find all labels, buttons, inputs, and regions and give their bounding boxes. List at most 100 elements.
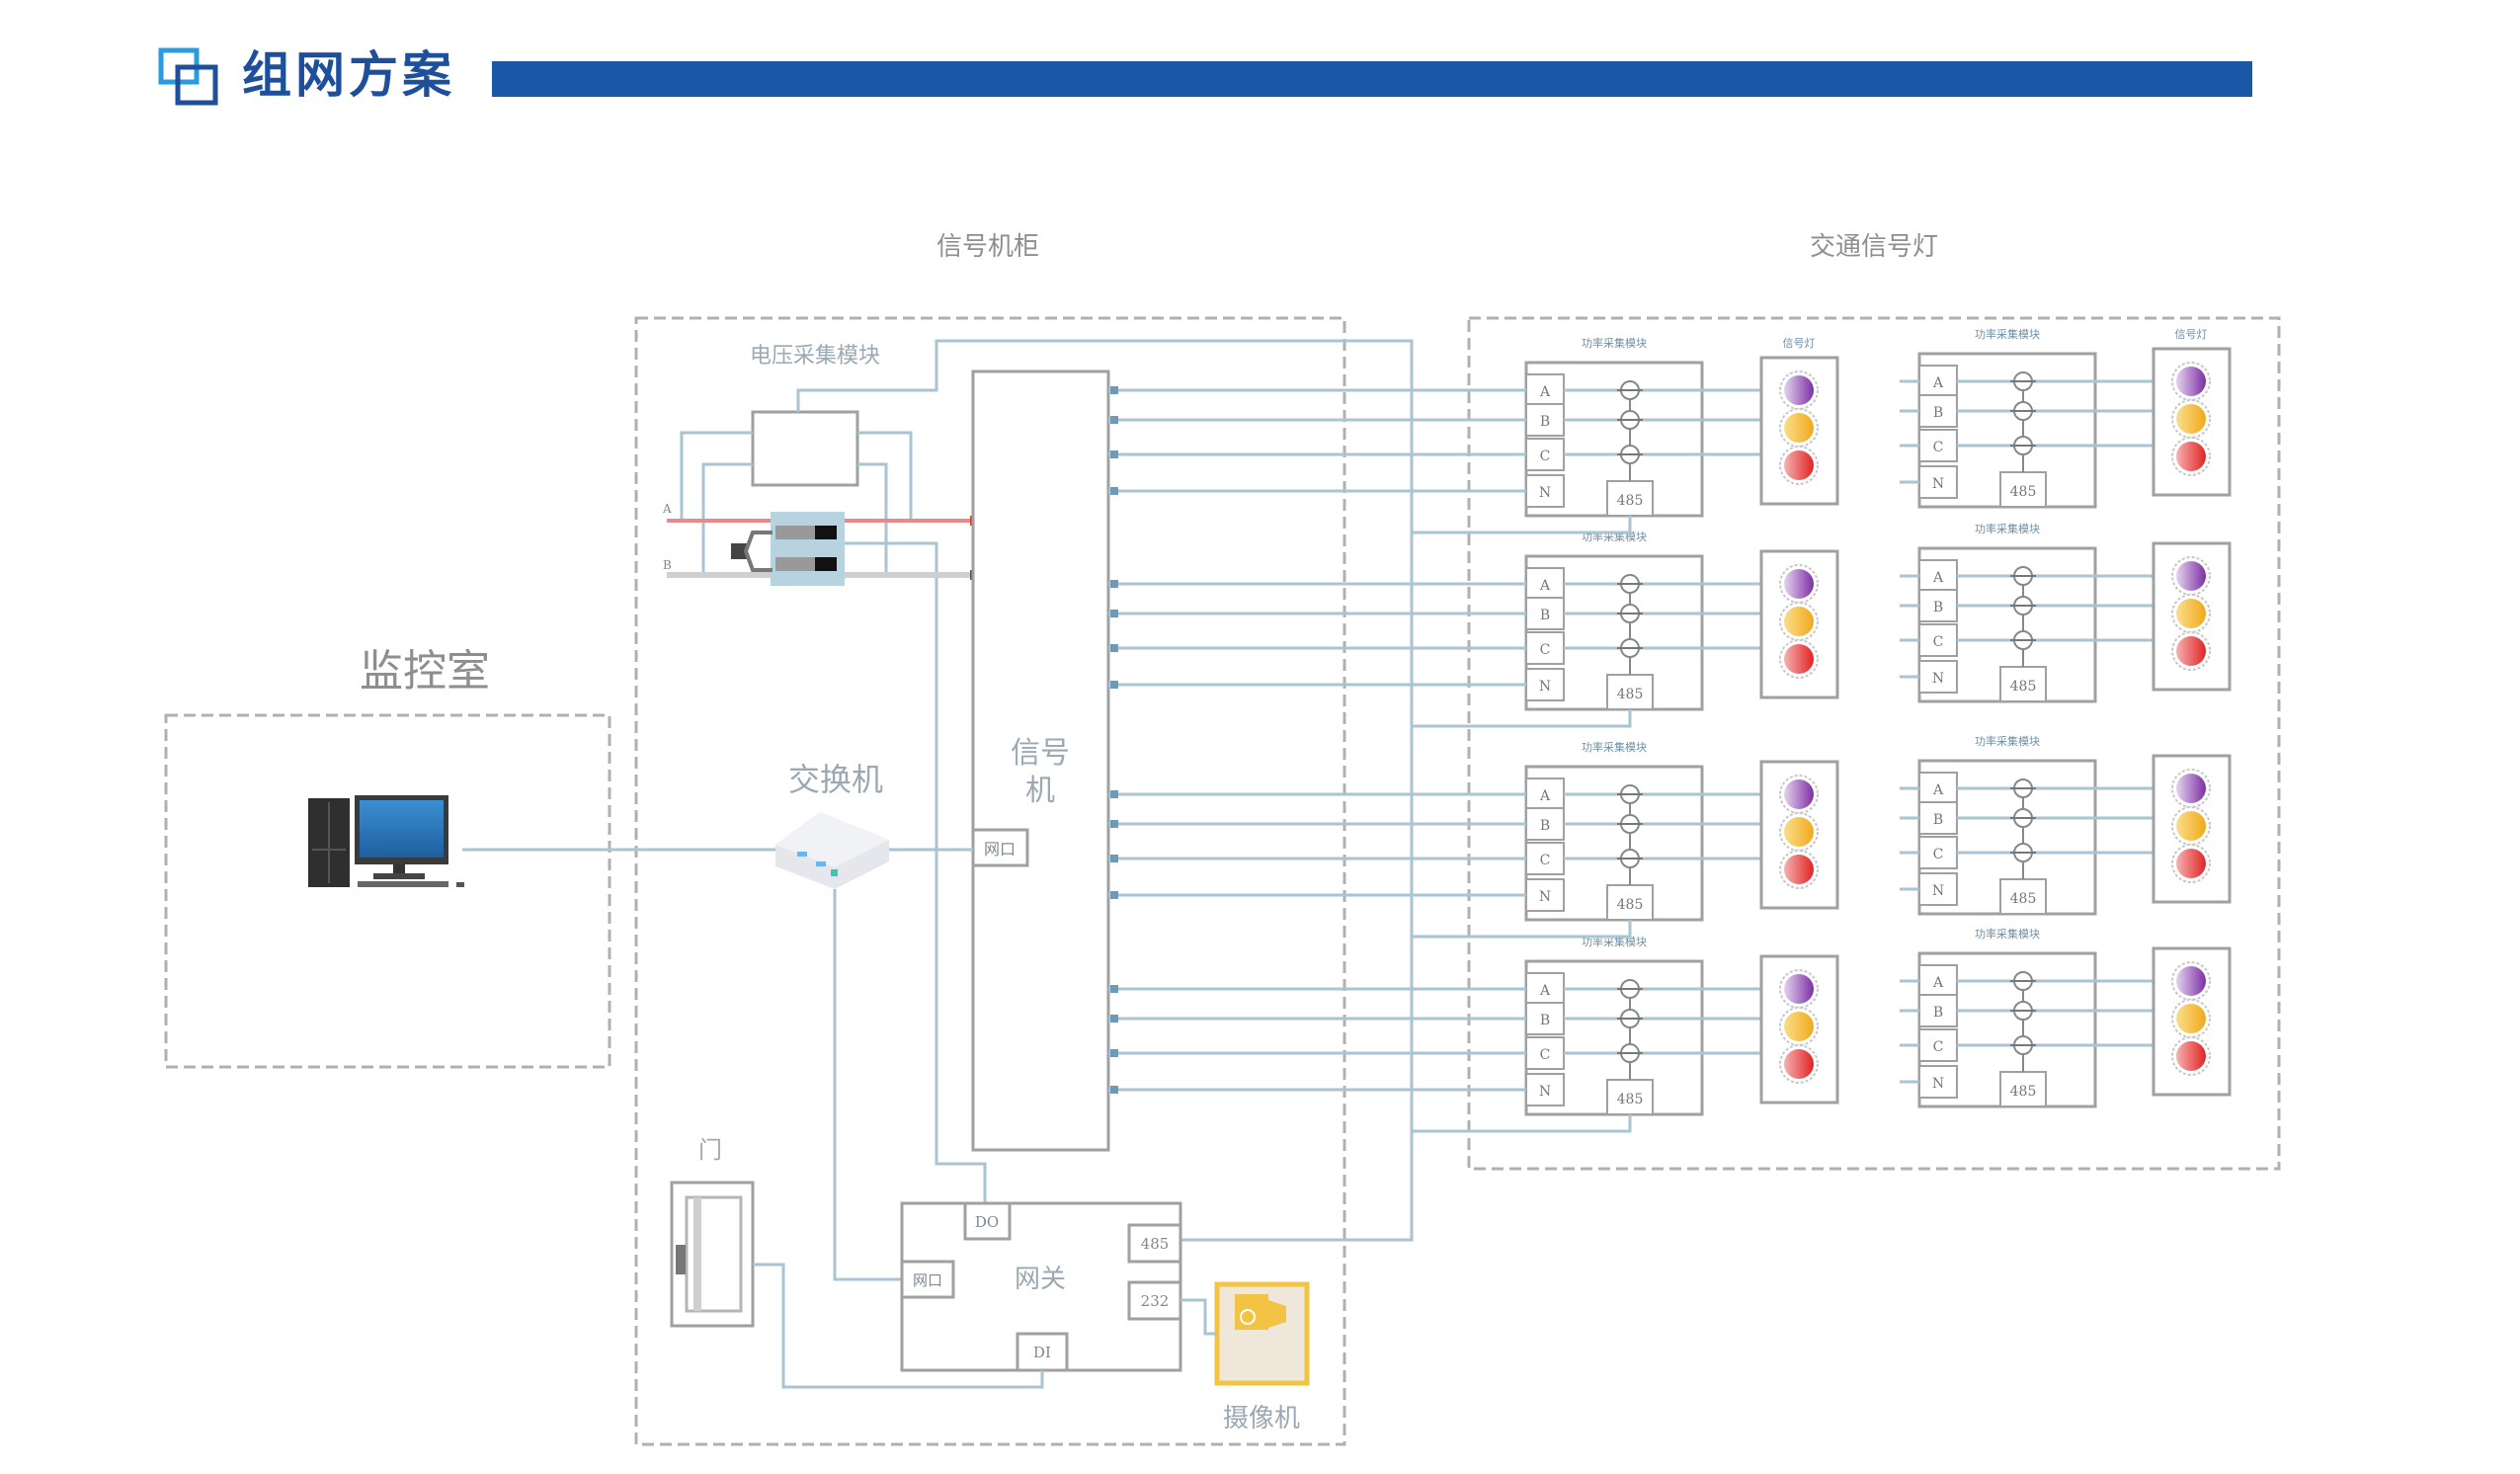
yellow-lamp-icon [1784, 817, 1814, 847]
phase-label: N [1539, 889, 1551, 905]
phase-label: A [1932, 570, 1944, 586]
yellow-lamp-icon [1784, 1012, 1814, 1041]
output-terminal [1110, 1015, 1118, 1023]
phase-terminal [1918, 429, 1958, 462]
power-module-label: 功率采集模块 [1975, 327, 2040, 341]
phase-label: N [1932, 671, 1944, 687]
purple-lamp-icon [2176, 561, 2206, 591]
phase-label: A [1539, 578, 1551, 594]
rs485-label: 485 [1617, 493, 1644, 509]
phase-label: N [1539, 1084, 1551, 1100]
phase-label: N [1932, 476, 1944, 492]
phase-label: C [1933, 634, 1944, 650]
gateway-do-port [963, 1201, 1012, 1241]
cabinet-zone [634, 316, 1346, 1446]
yellow-lamp-icon [2176, 599, 2206, 628]
phase-label: A [1539, 788, 1551, 804]
voltage-module [751, 410, 859, 487]
voltage-module-wires [680, 339, 1414, 1242]
phase-terminal [1918, 660, 1958, 694]
phase-label: C [1540, 449, 1551, 464]
red-lamp-icon [2176, 636, 2206, 666]
phase-label: B [1933, 812, 1943, 828]
monitor-room-zone [164, 713, 611, 1069]
phase-label: A [1539, 384, 1551, 400]
output-terminal [1110, 1086, 1118, 1094]
signal-machine-net-port [971, 828, 1029, 867]
phase-terminal [1918, 1065, 1958, 1099]
rs485-port [1999, 666, 2047, 702]
phase-terminal [1525, 878, 1565, 912]
rs485-bus-wire [1412, 920, 1632, 939]
yellow-lamp-icon [2176, 1004, 2206, 1033]
phase-label: C [1933, 440, 1944, 455]
phase-label: C [1540, 642, 1551, 658]
signal-machine-label-1: 信号 [1011, 736, 1070, 771]
rs485-label: 485 [2010, 484, 2037, 500]
rs485-bus-wire [1412, 516, 1632, 534]
rs485-label: 485 [2010, 1084, 2037, 1100]
purple-lamp-icon [2176, 367, 2206, 396]
phase-label: C [1540, 1047, 1551, 1063]
line-b-label: B [663, 558, 672, 572]
rs485-label: 485 [1617, 687, 1644, 702]
phase-label: B [1540, 608, 1550, 623]
purple-lamp-icon [1784, 974, 1814, 1004]
phase-label: A [1932, 375, 1944, 391]
rs485-label: 485 [2010, 679, 2037, 695]
rs485-port [1999, 878, 2047, 915]
output-terminal [1110, 610, 1118, 617]
door-label: 门 [698, 1136, 722, 1164]
circuit-breaker-icon [731, 512, 845, 586]
phase-label: B [1933, 600, 1943, 615]
output-terminal [1110, 790, 1118, 798]
yellow-lamp-icon [2176, 404, 2206, 434]
signal-machine-output-wires [1108, 386, 1632, 1133]
red-lamp-icon [1784, 1049, 1814, 1079]
phase-label: A [1932, 975, 1944, 991]
yellow-lamp-icon [1784, 413, 1814, 443]
header-bar [492, 61, 2252, 97]
purple-lamp-icon [2176, 966, 2206, 996]
overlapping-squares-icon [158, 47, 221, 107]
rs485-port [1606, 480, 1654, 517]
output-terminal [1110, 855, 1118, 862]
purple-lamp-icon [1784, 569, 1814, 599]
gateway-232-port [1127, 1280, 1182, 1321]
rs485-port [1606, 1079, 1654, 1115]
gateway-do-label: DO [975, 1213, 999, 1231]
purple-lamp-icon [1784, 375, 1814, 405]
door-icon [670, 1181, 755, 1328]
gateway-net-label: 网口 [913, 1271, 942, 1289]
gateway-di-label: DI [1033, 1344, 1051, 1361]
red-lamp-icon [1784, 644, 1814, 674]
signal-machine-net-port-label: 网口 [984, 840, 1016, 859]
signal-machine-label-2: 机 [1025, 774, 1055, 808]
line-a-label: A [662, 502, 672, 516]
yellow-lamp-icon [2176, 811, 2206, 841]
gateway-label: 网关 [1015, 1265, 1066, 1294]
voltage-module-label: 电压采集模块 [750, 344, 880, 368]
red-lamp-icon [1784, 855, 1814, 884]
gateway-485-port [1127, 1223, 1182, 1264]
page-title: 组网方案 [242, 46, 455, 104]
gateway-di-port [1016, 1332, 1069, 1372]
power-module-label: 功率采集模块 [1582, 336, 1647, 350]
door-gateway-link [753, 1263, 1044, 1389]
gateway-net-port [900, 1260, 955, 1299]
gateway-232-label: 232 [1141, 1292, 1170, 1310]
camera-label: 摄像机 [1223, 1404, 1300, 1433]
purple-lamp-icon [2176, 774, 2206, 803]
computer-icon [308, 795, 464, 887]
gateway-485-label: 485 [1141, 1235, 1170, 1253]
rs485-bus-wire [1412, 1114, 1632, 1133]
red-lamp-icon [2176, 442, 2206, 471]
phase-label: N [1932, 1076, 1944, 1092]
phase-label: B [1540, 1013, 1550, 1028]
phase-terminal [1918, 465, 1958, 499]
